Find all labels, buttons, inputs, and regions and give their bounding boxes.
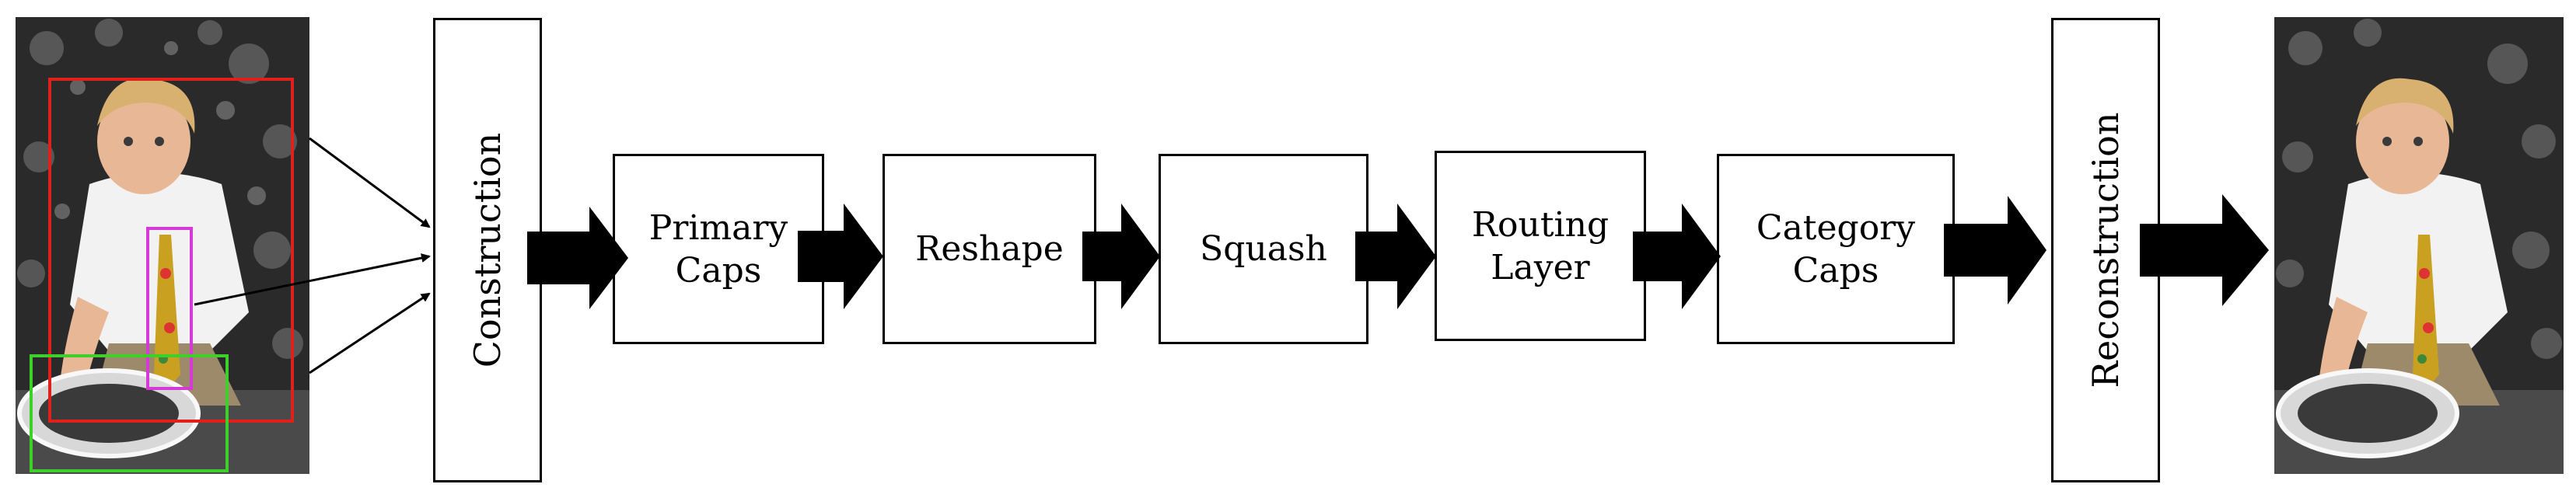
primary-caps-label-line2: Caps <box>675 250 762 291</box>
block-arrow-primary-to-reshape <box>798 204 883 309</box>
output-image <box>2274 17 2564 474</box>
input-image-graphic <box>16 17 309 474</box>
input-arrow-1 <box>309 137 431 228</box>
reshape-block: Reshape <box>883 154 1096 344</box>
tie-bounding-box <box>146 227 193 390</box>
block-arrow-category-to-reconstruction <box>1944 196 2046 305</box>
input-arrow-2 <box>194 253 431 306</box>
block-arrow-construction-to-primary <box>527 207 628 309</box>
reshape-label: Reshape <box>915 229 1064 269</box>
squash-label: Squash <box>1200 229 1327 269</box>
bowl-bounding-box <box>30 354 229 472</box>
input-arrow-3 <box>309 292 431 374</box>
routing-layer-block: Routing Layer <box>1435 151 1646 341</box>
person-bounding-box <box>48 78 294 423</box>
routing-layer-label-line2: Layer <box>1491 247 1590 287</box>
block-arrow-squash-to-routing <box>1355 204 1436 309</box>
routing-layer-label-line1: Routing <box>1471 204 1610 245</box>
category-caps-label-line1: Category <box>1756 207 1916 248</box>
construction-block: Construction <box>433 18 542 482</box>
squash-block: Squash <box>1159 154 1368 344</box>
block-arrow-routing-to-category <box>1633 204 1721 309</box>
input-image <box>16 17 309 474</box>
category-caps-label-line2: Caps <box>1792 250 1879 291</box>
block-arrow-reshape-to-squash <box>1082 204 1160 309</box>
output-image-graphic <box>2274 17 2564 474</box>
primary-caps-label-line1: Primary <box>648 207 788 248</box>
block-arrow-reconstruction-to-output <box>2140 194 2269 306</box>
